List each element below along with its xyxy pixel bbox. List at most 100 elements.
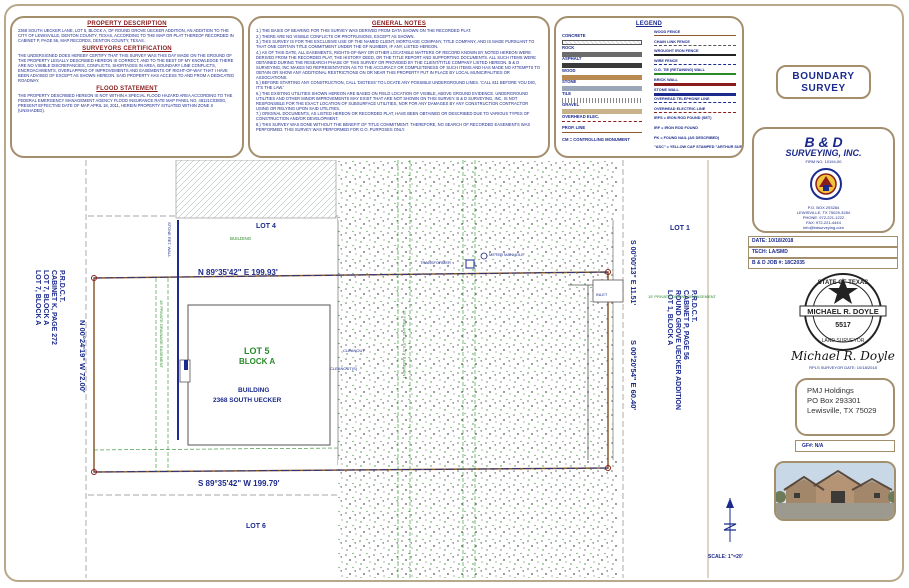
general-notes-panel: GENERAL NOTES 1.) THE BASIS OF BEARING F… <box>248 16 550 158</box>
client-address-1: PO Box 293301 <box>807 396 861 405</box>
general-note-item: 4.) AS OF THIS DATE, ALL EASEMENTS, RIGH… <box>256 49 541 80</box>
west-adjoiner-label: LOT 7, BLOCK A LOT 7, BLOCK A CABINET K,… <box>34 270 65 345</box>
legend-item: CONCRETE <box>562 32 586 40</box>
firm-address-line: LEWISVILLE, TX 75029-3284 <box>796 210 851 215</box>
legend-item-label: CONCRETE <box>562 33 586 38</box>
legend-item: ASPHALT <box>562 55 581 63</box>
legend-swatch <box>562 40 642 45</box>
iron-rod-sw-icon <box>91 469 97 475</box>
concrete-parking-area <box>337 214 614 466</box>
seal-bottom-text: LAND SURVEYOR <box>822 338 865 344</box>
legend-item-label: CHAIN LINK FENCE <box>654 39 690 44</box>
legend-item: "ASC" = YELLOW CAP STAMPED "ARTHUR SURVE… <box>654 143 742 151</box>
firm-logo-box: B & D SURVEYING, INC. FIRM NO. 10194-00 … <box>752 127 895 233</box>
legend-item-label: O.G. TIE (RETAINING) WALL <box>654 68 705 73</box>
legend-item: WOOD <box>562 67 576 75</box>
legend-item-label: CM = CONTROLLING MONUMENT <box>562 136 630 142</box>
legend-item-label: OVERHEAD ELECTRIC LINE <box>654 106 706 111</box>
legend-item-label: STONE WALL <box>654 87 679 92</box>
legend-item-label: GRAVEL <box>562 102 580 107</box>
legend-item-label: BRICK WALL <box>654 78 678 82</box>
legend-item-label: IRFS = IRON ROD FOUND (SET) <box>654 116 712 121</box>
legend-item: PROP. LINE <box>562 124 585 132</box>
firm-number: FIRM NO. 10194-00 <box>805 159 842 164</box>
legend-item: STONE <box>562 78 576 86</box>
subject-building <box>187 304 331 446</box>
lot4-building-label: BUILDING <box>230 236 252 241</box>
legend-swatch <box>654 102 736 105</box>
legend-swatch <box>654 35 736 38</box>
legend-swatch <box>654 54 736 57</box>
legend-item-label: PK = FOUND NAIL (AS DESCRIBED) <box>654 135 720 140</box>
legend-item: GRAVEL <box>562 101 579 109</box>
legend-item: CM = CONTROLLING MONUMENT <box>562 136 630 144</box>
legend-item-label: WIRE FENCE <box>654 58 678 63</box>
south-bearing: S 89°35'42" W 199.79' <box>198 479 280 488</box>
legend-item: IRF = IRON ROD FOUND <box>654 124 742 132</box>
general-note-item: 6.) THE EXISTING UTILITIES SHOWN HEREON … <box>256 90 529 111</box>
general-notes-list: 1.) THE BASIS OF BEARING FOR THIS SURVEY… <box>250 28 548 132</box>
gf-number: GF#: N/A <box>795 440 895 452</box>
cleanout2-label: CLEANOUT(S) <box>330 366 358 371</box>
job-field: B & D JOB #: 18C2035 <box>748 258 898 269</box>
seal-caption: RPLS SURVEYOR DATE: 10/18/2018 <box>809 365 877 370</box>
lot1-label: LOT 1 <box>670 225 690 232</box>
west-bearing: N 00°24'19" W 72.00' <box>78 320 87 393</box>
east-adjoiner-line-3: CABINET P, PAGE 56 <box>682 290 689 360</box>
property-photo <box>774 461 896 521</box>
drainage-easement-label: 15' PRIVATE DRAINAGE EASEMENT <box>159 300 164 369</box>
legend-item: WIRE FENCE <box>654 57 742 65</box>
legend-item-label: WROUGHT IRON FENCE <box>654 49 699 54</box>
legend-item-label: IRF = IRON ROD FOUND <box>654 126 698 130</box>
lot5-label: LOT 5 <box>244 346 270 356</box>
seal-top-text: STATE OF TEXAS <box>818 280 868 286</box>
firm-address: P.O. BOX 293284 LEWISVILLE, TX 75029-328… <box>754 205 893 230</box>
legend-swatch <box>654 83 736 86</box>
firm-address-line: PHONE: 972-221-1222 <box>802 215 845 220</box>
legend-item: ROCK <box>562 44 574 52</box>
scale-label: SCALE: 1"=20' <box>708 554 743 560</box>
legend-item-label: PROP. LINE <box>562 125 586 130</box>
concrete-drive-south <box>338 460 618 578</box>
legend-item-label: OVERHEAD ELEC. <box>562 113 600 119</box>
building-label: BUILDING <box>238 387 269 394</box>
flood-statement-title: FLOOD STATEMENT <box>96 86 158 92</box>
client-box: PMJ Holdings PO Box 293301 Lewisville, T… <box>795 378 895 436</box>
seal-star-icon <box>828 278 858 304</box>
west-adjoiner-line-2: LOT 7, BLOCK A <box>42 270 49 325</box>
general-note-item: 2.) THERE ARE NO VISIBLE CONFLICTS OR PR… <box>256 33 415 39</box>
west-adjoiner-line-1: LOT 7, BLOCK A <box>34 270 41 325</box>
legend-item: STONE WALL <box>654 86 742 94</box>
general-note-item: 3.) THIS SURVEY IS FOR THE EXCLUSIVE USE… <box>256 39 535 49</box>
general-note-item: 1.) THE BASIS OF BEARING FOR THIS SURVEY… <box>256 28 472 33</box>
west-adjoiner-line-4: P.R.D.C.T. <box>58 270 65 302</box>
meter-manhole-label: METER MANHOLE <box>489 252 524 257</box>
firm-emblem-icon <box>810 168 842 200</box>
firm-address-line: info@bdsurveying.com <box>803 225 844 230</box>
general-notes-title: GENERAL NOTES <box>371 21 427 27</box>
legend-item-label: WOOD FENCE <box>654 30 681 34</box>
legend-item-label: TILE <box>562 90 572 96</box>
stone-wall-label: STONE RET. WALL <box>167 222 172 258</box>
iron-rod-se-icon <box>605 465 611 471</box>
block-label: BLOCK A <box>239 357 275 366</box>
seal-name: MICHAEL R. DOYLE <box>807 307 879 316</box>
legend-swatch <box>562 86 642 91</box>
east-adjoiner-line-2: ROUND GROVE UECKER ADDITION <box>674 290 681 410</box>
legend-item-label: ASPHALT <box>562 56 582 61</box>
legend-swatch <box>562 74 642 80</box>
east-bearing: S 00°20'54" E 60.40' <box>629 340 638 410</box>
legend-item: BRICK WALL <box>654 76 742 84</box>
transformer-icon <box>465 259 475 269</box>
legend-item-label: WOOD <box>562 67 576 73</box>
east-adjoiner-label: LOT 1, BLOCK A ROUND GROVE UECKER ADDITI… <box>666 290 697 410</box>
property-description-title: PROPERTY DESCRIPTION <box>87 21 167 27</box>
legend-item: OVERHEAD ELECTRIC LINE <box>654 105 742 113</box>
legend-item: OVERHEAD TELEPHONE LINE <box>654 95 742 103</box>
legend-swatch <box>562 63 642 68</box>
firm-name: B & D <box>804 134 843 150</box>
east-top-bearing: S 00°00'13" E 11.51' <box>629 240 637 305</box>
lot4-building <box>175 160 337 219</box>
seal-signature: Michael R. Doyle <box>790 349 895 363</box>
